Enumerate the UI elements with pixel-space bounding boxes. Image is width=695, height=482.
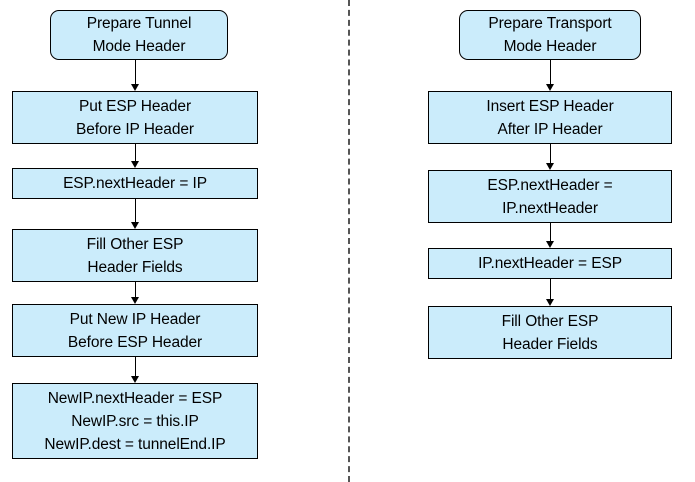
esp-nextheader-equals-ip[interactable]: ESP.nextHeader = IP bbox=[12, 168, 258, 199]
edge-tunnel-step-4-to-step-5-arrowhead-icon bbox=[131, 376, 139, 383]
edge-tunnel-step-1-to-step-2 bbox=[135, 144, 136, 162]
edge-transport-start-to-step-1-arrowhead-icon bbox=[546, 84, 554, 91]
fill-other-esp-header-fields[interactable]: Fill Other ESP Header Fields bbox=[12, 229, 258, 282]
set-new-ip-header-fields[interactable]: NewIP.nextHeader = ESP NewIP.src = this.… bbox=[12, 383, 258, 459]
edge-transport-step-3-to-step-4 bbox=[550, 279, 551, 300]
prepare-tunnel-mode-header[interactable]: Prepare Tunnel Mode Header bbox=[50, 10, 228, 60]
put-new-ip-header-before-esp-header[interactable]: Put New IP Header Before ESP Header bbox=[12, 304, 258, 357]
ip-nextheader-equals-esp[interactable]: IP.nextHeader = ESP bbox=[428, 248, 672, 279]
edge-tunnel-step-2-to-step-3 bbox=[135, 199, 136, 223]
edge-tunnel-step-1-to-step-2-arrowhead-icon bbox=[131, 161, 139, 168]
edge-tunnel-step-2-to-step-3-arrowhead-icon bbox=[131, 222, 139, 229]
edge-tunnel-step-4-to-step-5 bbox=[135, 357, 136, 377]
edge-transport-step-2-to-step-3-arrowhead-icon bbox=[546, 241, 554, 248]
put-esp-header-before-ip-header[interactable]: Put ESP Header Before IP Header bbox=[12, 91, 258, 144]
esp-nextheader-equals-ip-nextheader[interactable]: ESP.nextHeader = IP.nextHeader bbox=[428, 170, 672, 223]
prepare-transport-mode-header[interactable]: Prepare Transport Mode Header bbox=[459, 10, 641, 60]
edge-transport-step-1-to-step-2 bbox=[550, 144, 551, 164]
edge-tunnel-start-to-step-1-arrowhead-icon bbox=[131, 84, 139, 91]
fill-other-esp-header-fields[interactable]: Fill Other ESP Header Fields bbox=[428, 306, 672, 359]
edge-transport-step-2-to-step-3 bbox=[550, 223, 551, 242]
edge-tunnel-step-3-to-step-4-arrowhead-icon bbox=[131, 297, 139, 304]
edge-tunnel-start-to-step-1 bbox=[135, 60, 136, 85]
insert-esp-header-after-ip-header[interactable]: Insert ESP Header After IP Header bbox=[428, 91, 672, 144]
edge-transport-step-1-to-step-2-arrowhead-icon bbox=[546, 163, 554, 170]
edge-transport-start-to-step-1 bbox=[550, 60, 551, 85]
vertical-dashed-separator bbox=[348, 0, 350, 482]
edge-tunnel-step-3-to-step-4 bbox=[135, 282, 136, 298]
edge-transport-step-3-to-step-4-arrowhead-icon bbox=[546, 299, 554, 306]
